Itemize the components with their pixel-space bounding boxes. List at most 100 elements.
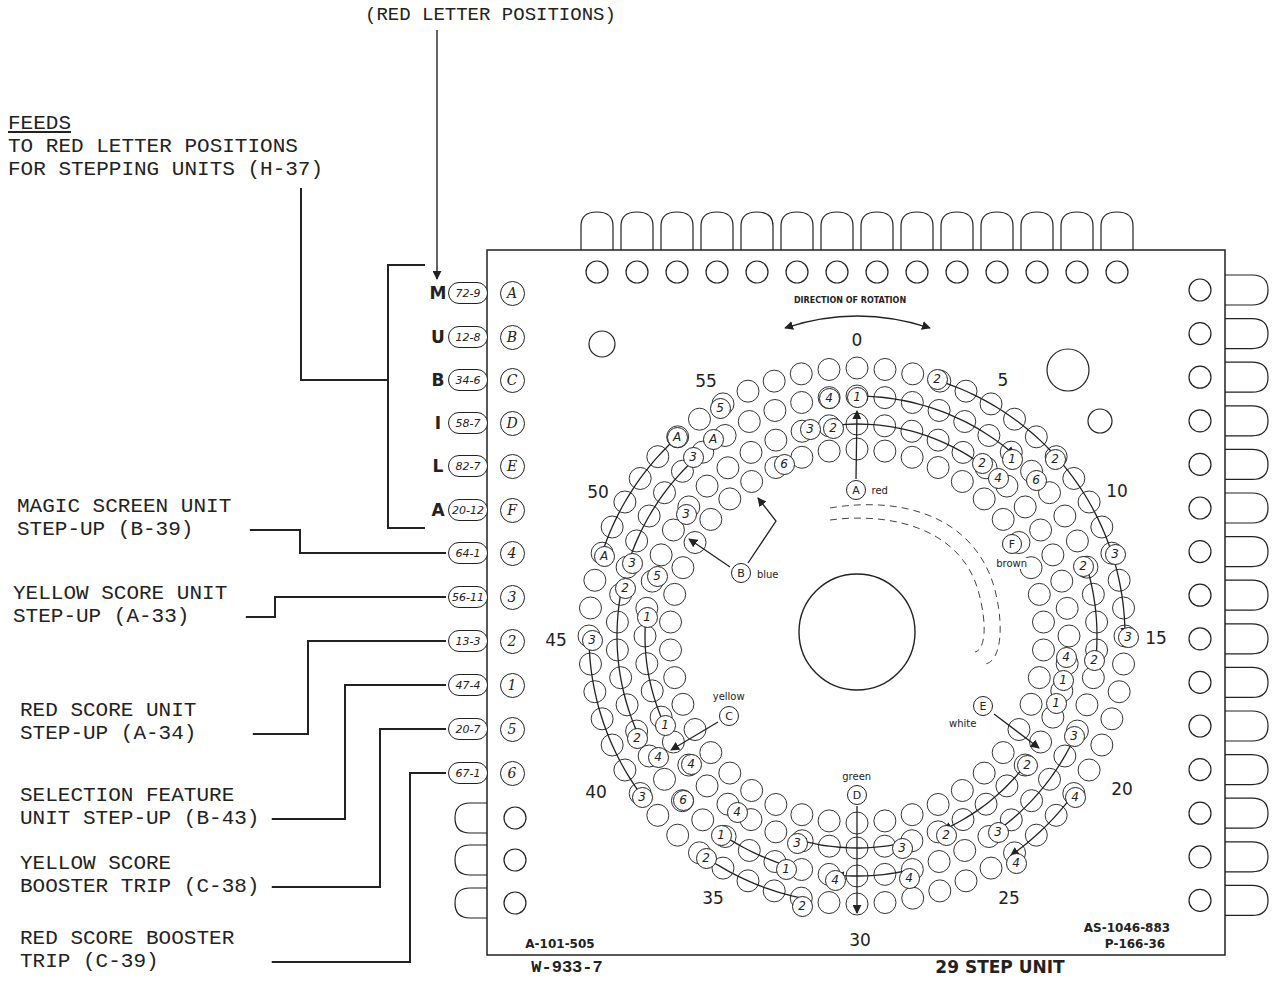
contact-marker: 4 <box>1006 853 1027 874</box>
wiper-circle: Ewhite <box>973 696 993 716</box>
step-number: 40 <box>584 784 608 801</box>
node-text: 3 <box>682 507 690 521</box>
node-text: 4 <box>1071 790 1079 804</box>
contact-marker: 2 <box>792 896 813 917</box>
terminal-circle: 5 <box>500 717 525 742</box>
terminal-hole <box>1189 541 1211 563</box>
leader-line <box>272 729 446 887</box>
node-text: 3 <box>806 422 814 436</box>
terminal-circle: 6 <box>500 761 525 786</box>
terminal-oval: 72-9 <box>448 282 488 304</box>
wiper-trace <box>799 840 902 848</box>
leader-line <box>246 597 446 617</box>
terminal-tab <box>821 212 853 252</box>
node-text: 4 <box>825 391 833 405</box>
terminal-tab <box>1223 885 1268 915</box>
node-text: 3 <box>994 825 1002 839</box>
step-number: 30 <box>848 932 872 949</box>
contact-marker: 3 <box>988 822 1009 843</box>
contact-point <box>719 488 741 510</box>
contact-point <box>719 762 741 784</box>
node-text: C <box>725 710 733 723</box>
terminal-hole <box>1189 759 1211 781</box>
terminal-hole <box>906 261 928 283</box>
node-text: B <box>737 567 745 580</box>
node-text: 2 <box>1079 559 1087 573</box>
contact-marker: 4 <box>988 468 1009 489</box>
wiper-arrows <box>671 411 1039 913</box>
contact-point <box>664 583 686 605</box>
contact-point <box>737 380 759 402</box>
node-text: 1 <box>782 862 790 876</box>
wiper-circle: Ared <box>846 480 866 500</box>
terminal-tab <box>1223 493 1268 523</box>
contact-point <box>684 719 706 741</box>
node-text: 1 <box>661 718 669 732</box>
step-number: 35 <box>701 890 725 907</box>
wiper-trace <box>629 458 697 562</box>
node-text: 47-4 <box>456 679 481 692</box>
step-number: 20 <box>1110 781 1134 798</box>
terminal-circle: A <box>500 281 525 306</box>
terminal-circle: F <box>500 498 525 523</box>
node-text: 3 <box>898 841 906 855</box>
contact-point <box>1091 734 1113 756</box>
terminal-circle: 2 <box>500 629 525 654</box>
contact-point <box>1066 530 1088 552</box>
leader-line <box>250 530 446 553</box>
node-text: A <box>709 432 717 446</box>
terminal-tab <box>1223 842 1268 872</box>
stepping-unit-board <box>455 212 1268 955</box>
terminal-hole <box>946 261 968 283</box>
node-text: 6 <box>1032 473 1040 487</box>
wiper-circle: Dgreen <box>847 785 867 805</box>
terminal-hole <box>626 261 648 283</box>
terminal-tab <box>1223 624 1268 654</box>
contact-marker: 4 <box>1065 787 1086 808</box>
contact-marker: 2 <box>696 848 717 869</box>
contact-point <box>791 391 813 413</box>
contact-marker: 4 <box>727 802 748 823</box>
position-letter: B <box>432 372 445 389</box>
terminal-tab <box>1101 212 1133 252</box>
node-text: 20-7 <box>456 723 481 736</box>
terminal-tab <box>581 212 613 252</box>
contact-point <box>1101 708 1123 730</box>
contact-point <box>1042 544 1064 566</box>
leader-lines <box>246 530 446 962</box>
terminal-hole <box>1189 846 1211 868</box>
contact-point <box>696 475 718 497</box>
wiper-circle: Bblue <box>731 563 751 583</box>
node-text: 5 <box>716 401 724 415</box>
contact-marker: 2 <box>1084 650 1105 671</box>
wiper-trace <box>723 835 787 866</box>
terminal-circle: B <box>500 325 525 350</box>
contact-point <box>973 488 995 510</box>
contact-point <box>763 370 785 392</box>
node-text: 20-12 <box>452 504 484 517</box>
node-text: 34-6 <box>456 374 481 387</box>
terminal-oval: 58-7 <box>448 412 488 434</box>
terminal-hole <box>1189 410 1211 432</box>
contact-point <box>901 804 923 826</box>
wiper-arrow <box>689 539 730 567</box>
contact-marker: 4 <box>825 870 846 891</box>
terminal-hole <box>1026 261 1048 283</box>
contact-marker: 2 <box>615 578 636 599</box>
node-text: 6 <box>508 765 517 781</box>
terminal-circle: E <box>500 454 525 479</box>
contact-point <box>717 457 739 479</box>
terminal-tab <box>1021 212 1053 252</box>
contact-point <box>902 363 924 385</box>
dashed-outline <box>830 518 984 652</box>
contact-point <box>1054 505 1076 527</box>
terminal-circle: D <box>500 411 525 436</box>
leader-line <box>272 685 446 819</box>
contact-marker: 2 <box>627 728 648 749</box>
contact-marker: 2 <box>823 418 844 439</box>
contact-marker: 6 <box>1026 470 1047 491</box>
node-text: 3 <box>1124 630 1132 644</box>
contact-marker: A <box>667 427 688 448</box>
contact-marker: 3 <box>683 447 704 468</box>
contact-point <box>1032 639 1054 661</box>
